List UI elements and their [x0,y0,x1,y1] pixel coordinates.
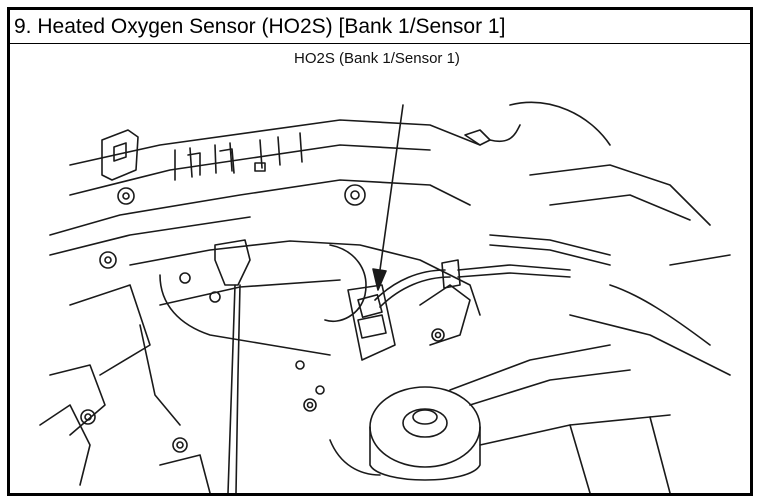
engine-illustration [10,45,750,493]
engine-mount-drawing [329,344,671,493]
dipstick-tube-drawing [214,239,251,493]
intake-manifold-drawing [49,119,481,269]
oxygen-sensor-drawing [347,124,611,361]
section-title: 9. Heated Oxygen Sensor (HO2S) [Bank 1/S… [10,10,750,44]
right-side-components-drawing [509,101,731,376]
callout-leader [372,104,404,291]
left-side-components-drawing [39,364,211,493]
exhaust-manifold-drawing [69,184,481,426]
document-frame: 9. Heated Oxygen Sensor (HO2S) [Bank 1/S… [7,7,753,496]
sensor-callout-label: HO2S (Bank 1/Sensor 1) [294,50,460,67]
